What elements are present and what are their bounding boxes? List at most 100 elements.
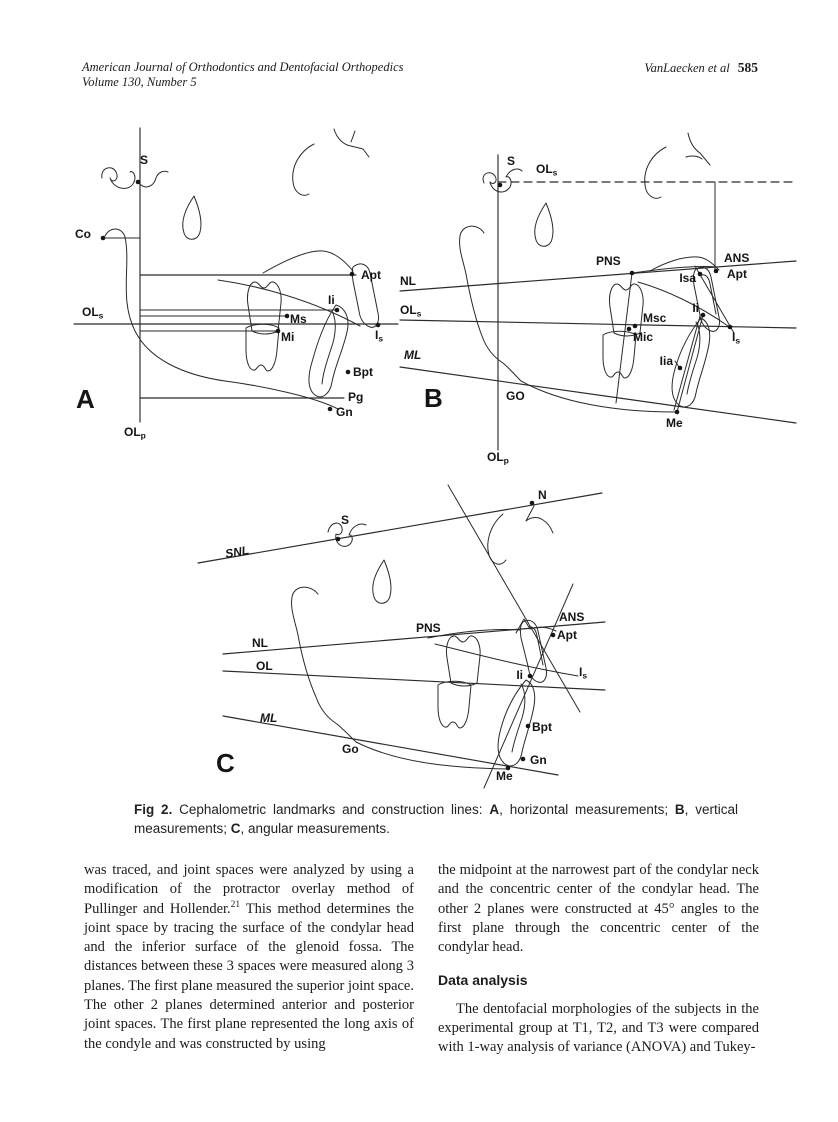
label-mi: Mi [281,330,294,344]
upper-incisor-axis-extended [447,484,581,713]
palate-curve [217,279,361,327]
teardrop-outline [372,559,392,604]
symphysis-outline [308,304,349,398]
ml-line [399,366,797,424]
label-olp: OLp [487,450,509,466]
lower-incisor [511,683,526,753]
anatomy-tracing-b [459,132,729,413]
sella-outline [327,522,367,547]
label-s: S [341,513,349,527]
mandible-outline [459,225,676,413]
teardrop-outline [534,202,554,247]
landmark-dots-c [335,500,556,771]
label-ml: ML [404,348,421,362]
label-nl: NL [400,274,416,288]
upper-molar [446,635,481,687]
upper-incisor-axis [694,265,735,334]
label-me: Me [496,769,513,783]
mandible-outline [104,228,339,410]
label-ols-top: OLs [536,162,558,178]
label-is: Is [579,665,587,681]
label-is: Is [375,328,383,344]
label-snl: SNL [224,543,250,561]
label-go: GO [506,389,525,403]
label-isa: Isa [679,271,696,285]
upper-incisor [351,263,379,328]
label-co: Co [75,227,91,241]
panel-letter-b: B [424,383,443,413]
anatomy-tracing-a [101,128,379,410]
section-heading: Data analysis [438,972,528,989]
label-gn: Gn [530,753,547,767]
upper-incisor-inner [701,274,717,315]
label-ii: Ii [692,301,699,315]
label-pns: PNS [596,254,621,268]
symphysis-outline [671,317,711,408]
label-bpt: Bpt [353,365,373,379]
palate-curve [427,628,521,639]
lower-molar [245,323,280,372]
pterygoid-outline [333,128,370,158]
label-me: Me [666,416,683,430]
nasal-bone-outline [525,505,554,534]
label-bpt: Bpt [532,720,552,734]
maxilla-outline [515,618,557,634]
paragraph: was traced, and joint spaces were analyz… [84,862,414,1052]
label-mic: Mic [633,330,653,344]
orbital-arc [292,143,315,196]
paragraph: The dentofacial morphologies of the subj… [438,1000,759,1056]
lower-incisor [321,310,336,385]
construction-lines-c [197,484,606,789]
dental-arch-curve [637,281,729,327]
label-iia: Iia [660,354,674,368]
label-ii: Ii [516,668,523,682]
label-apt: Apt [557,628,577,642]
label-pg: Pg [348,390,363,404]
construction-lines-a [73,127,399,423]
label-olp: OLp [124,425,146,441]
landmark-dots-b [497,182,733,415]
ols-line [399,319,797,329]
label-ans: ANS [559,610,584,624]
label-n: N [538,488,547,502]
panel-letter-c: C [216,748,235,778]
sella-outline [101,167,169,189]
figure-panel-b: S OLs NL OLs ML PNS ANS Apt Isa Msc Mic … [399,132,797,466]
pns-perpendicular [615,272,633,404]
orbital-arc [644,146,667,199]
ol-line [222,670,606,691]
body-column-left: was traced, and joint spaces were analyz… [84,861,414,1054]
label-s: S [140,153,148,167]
label-ols: OLs [400,303,422,319]
lower-incisor [686,321,701,395]
figure-caption: Fig 2. Cephalometric landmarks and const… [134,802,738,836]
reference-superscript: 21 [230,899,241,910]
mandible-outline [291,586,509,770]
label-ols: OLs [82,305,104,321]
palate-curve [631,265,719,274]
panel-letter-a: A [76,384,95,414]
authors: VanLaecken et al [644,61,730,75]
anatomy-tracing-c [291,505,579,770]
orbital-arc [487,513,507,565]
label-nl: NL [252,636,268,650]
paragraph: the midpoint at the narrowest part of th… [438,862,759,956]
upper-incisor [519,619,547,683]
lower-molar [437,680,472,729]
teardrop-outline [182,195,202,240]
label-ms: Ms [290,312,307,326]
lower-incisor-axis [673,314,704,413]
label-gn: Gn [336,405,353,419]
journal-title: American Journal of Orthodontics and Den… [82,60,404,74]
label-ml: ML [260,711,277,725]
figure-panel-a: S Co OLs Apt Ms Mi Ii Is Bpt Pg Gn A OLp [73,127,399,441]
label-s: S [507,154,515,168]
dental-arch-curve [434,643,579,677]
sella-outline [482,168,523,193]
nl-line [222,621,606,655]
nl-line [399,260,797,292]
maxilla-outline [649,256,720,272]
label-go: Go [342,742,359,756]
upper-molar [609,283,644,337]
